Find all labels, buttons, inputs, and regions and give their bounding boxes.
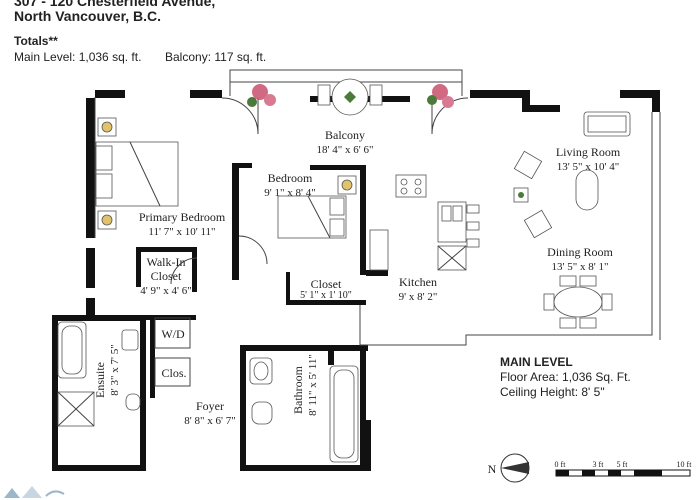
bathroom-dims: 8' 11" x 5' 11" — [307, 354, 319, 416]
balcony-area: Balcony: 117 sq. ft. — [165, 50, 267, 64]
ensuite-name: Ensuite — [93, 362, 107, 398]
balcony-name: Balcony — [325, 128, 365, 142]
bedroom-bed — [277, 175, 357, 239]
scale-bar: 0 ft 3 ft 5 ft 10 ft — [555, 460, 693, 477]
scale-3: 3 ft — [593, 460, 605, 469]
address-line-1: 307 - 120 Chesterfield Avenue, — [14, 0, 216, 9]
bedroom-name: Bedroom — [268, 171, 313, 185]
living-dims: 13' 5" x 10' 4" — [557, 161, 619, 173]
dining-name: Dining Room — [547, 245, 613, 259]
foyer-name: Foyer — [196, 399, 224, 413]
bedroom-dims: 9' 1" x 8' 4" — [264, 187, 315, 199]
compass-label: N — [488, 462, 497, 476]
ensuite-dims: 8' 3" x 7' 5" — [109, 344, 121, 395]
living-furniture — [513, 111, 631, 239]
primary-bed — [95, 117, 179, 230]
closet-name: Closet — [311, 277, 342, 291]
closet-dims: 5' 1" x 1' 10" — [300, 290, 352, 301]
bathroom-name: Bathroom — [291, 365, 305, 414]
bathroom-fixtures — [249, 357, 359, 463]
washer-dryer-box — [154, 317, 191, 349]
ensuite-fixtures — [57, 321, 141, 427]
clos-name: Clos. — [161, 366, 186, 380]
dining-dims: 13' 5" x 8' 1" — [552, 261, 609, 273]
clos-box — [154, 357, 191, 387]
address-line-2: North Vancouver, B.C. — [14, 8, 162, 24]
company-logo-icon — [4, 486, 65, 498]
scale-5: 5 ft — [617, 460, 629, 469]
summary-title: MAIN LEVEL — [500, 355, 573, 369]
wd-name: W/D — [161, 327, 185, 341]
main-level-area: Main Level: 1,036 sq. ft. — [14, 50, 142, 64]
interior-walls — [136, 163, 388, 398]
scale-0: 0 ft — [555, 460, 567, 469]
living-name: Living Room — [556, 145, 621, 159]
compass-icon: N — [488, 453, 530, 483]
walkin-dims: 4' 9" x 4' 6" — [140, 285, 191, 297]
primary-name: Primary Bedroom — [139, 210, 226, 224]
kitchen-dims: 9' x 8' 2" — [399, 291, 438, 303]
scale-10: 10 ft — [677, 460, 693, 469]
walkin-name2: Closet — [151, 269, 182, 283]
primary-dims: 11' 7" x 10' 11" — [148, 226, 215, 238]
balcony-dims: 18' 4" x 6' 6" — [317, 144, 374, 156]
totals-label: Totals** — [14, 34, 58, 48]
kitchen-name: Kitchen — [399, 275, 437, 289]
dining-table — [543, 275, 613, 329]
plant-left — [247, 84, 276, 107]
summary-ceiling: Ceiling Height: 8' 5" — [500, 385, 605, 399]
foyer-dims: 8' 8" x 6' 7" — [184, 415, 235, 427]
walkin-name1: Walk-In — [146, 255, 185, 269]
plant-right — [427, 84, 454, 108]
summary-floor-area: Floor Area: 1,036 Sq. Ft. — [500, 370, 631, 384]
balcony-table — [317, 78, 383, 116]
kitchen-fixtures — [369, 174, 480, 271]
room-labels: Balcony 18' 4" x 6' 6" Living Room 13' 5… — [93, 128, 621, 427]
